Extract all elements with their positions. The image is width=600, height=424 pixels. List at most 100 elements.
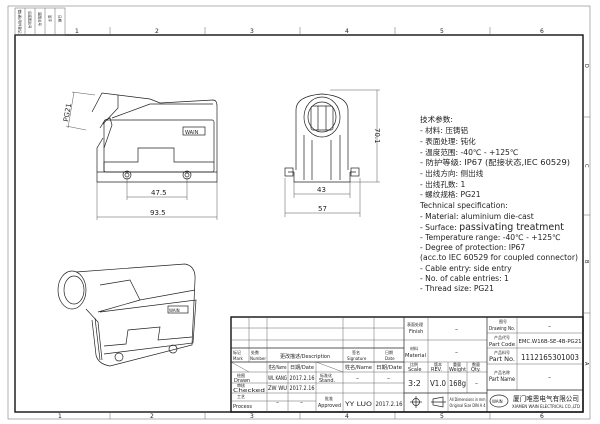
checked-label: Checked: [233, 388, 265, 394]
spec-en-line: (acc.to IEC 60529 for coupled connector): [420, 253, 578, 262]
zone-row-b: B: [583, 260, 589, 264]
stand-date: –: [387, 375, 390, 382]
qty-label: Qty.: [471, 367, 481, 373]
date-header-2: 日期/Date: [376, 365, 402, 371]
dim-height: 70.1: [373, 128, 381, 144]
part-code-label: Part Code: [489, 342, 515, 348]
zone-col-5-bottom: 5: [440, 413, 444, 420]
drawn-label-cn: 绘图: [237, 372, 245, 378]
zone-col-4-bottom: 4: [345, 413, 349, 420]
zone-col-1: 1: [75, 28, 79, 35]
zone-col-6: 6: [540, 28, 544, 35]
zone-row-a: A: [583, 362, 589, 366]
front-logo-text: WAIN: [185, 130, 199, 136]
checked-date: 2017.2.16: [290, 385, 315, 392]
approved-label: Approved: [318, 403, 341, 409]
process-name: –: [276, 399, 279, 406]
weight-label-cn: 重量: [453, 361, 461, 367]
material-value: –: [455, 349, 458, 356]
part-name-label-cn: 产品名称: [494, 369, 510, 375]
stand-label-cn: 标准化: [320, 372, 332, 378]
date-label: Date: [385, 356, 395, 361]
company-name-cn: 厦门唯恩电气有限公司: [513, 394, 579, 403]
approved-label-cn: 批准: [325, 395, 333, 401]
dim-hole-spacing: 47.5: [151, 189, 167, 197]
dim-thread: PG21: [62, 103, 73, 123]
spec-en-line: - Cable entry: side entry: [420, 264, 512, 273]
spec-cn-line: - 出线孔数: 1: [420, 179, 466, 189]
corner-label-box: 借(通)用件登记 旧底图总号 底图总号 签字 日期: [14, 7, 66, 36]
signature-label: Signature: [347, 356, 367, 361]
part-code-value: EMC.W16B-SE-4B-PG21: [519, 339, 582, 345]
dimensions-note-2: Original Size DIN A 4: [450, 403, 486, 408]
description-label: 更改描述/Description: [280, 353, 330, 360]
company-logo: WAIN: [489, 394, 509, 408]
spec-cn-line: - 材料: 压铸铝: [420, 125, 468, 135]
approved-date: 2017.2.16: [376, 401, 403, 408]
weight-label: Weight: [449, 367, 466, 373]
process-date: –: [300, 399, 303, 406]
part-no-label-cn: 产品料号: [494, 349, 510, 355]
corner-label-shared-parts: 借(通)用件登记: [18, 10, 23, 35]
side-screw-right: [350, 167, 360, 177]
signature-label-cn: 签名: [352, 349, 360, 355]
scale-value: 3:2: [408, 379, 421, 388]
zone-columns-top: 1 2 3 4 5 6: [75, 27, 544, 35]
drawn-label: Drawn: [234, 378, 250, 384]
qty-value: –: [475, 380, 478, 387]
spec-en-line: - Thread size: PG21: [420, 284, 494, 293]
rev-value: V1.0: [430, 379, 446, 388]
company-logo-text: WAIN: [492, 399, 503, 404]
corner-label-date: 日期: [58, 15, 63, 22]
rev-label: REV.: [431, 367, 442, 373]
zone-col-6-bottom: 6: [540, 413, 544, 420]
zone-row-c: C: [583, 164, 589, 168]
zone-col-4: 4: [345, 28, 349, 35]
part-no-value: 1112165301003: [521, 353, 579, 362]
spec-cn-line: - 螺纹规格: PG21: [420, 189, 481, 199]
date-label-cn: 日期: [385, 349, 393, 355]
number-label: Number: [250, 356, 266, 361]
zone-col-2: 2: [155, 28, 159, 35]
zone-col-1-bottom: 1: [58, 413, 62, 420]
rev-label-cn: 版本: [434, 361, 442, 367]
side-screw-left: [284, 167, 294, 177]
spec-surface-label: - Surface:: [420, 223, 459, 232]
spec-cn-title: 技术参数:: [420, 114, 453, 124]
spec-en-material: - Material: aluminium die-cast: [420, 212, 534, 221]
title-block: 标记 Mark 处数 Number 更改描述/Description 签名 Si…: [230, 316, 584, 413]
zone-rows-right: D C B A: [583, 64, 590, 366]
first-angle-projection-icon: [410, 396, 446, 408]
checked-label-cn: 审核: [237, 382, 245, 388]
iso-logo-text: WAIN: [169, 308, 180, 313]
process-label: Process: [233, 404, 252, 410]
drawing-no-label: Drawing No.: [489, 326, 515, 332]
dim-length: 93.5: [150, 209, 166, 217]
name-header: 姓名/Name: [269, 364, 287, 371]
spec-cn-line: - 表面处理: 钝化: [420, 136, 476, 146]
dimensions-note-1: All Dimensions in mm: [450, 397, 486, 402]
part-name-label: Part Name: [489, 376, 515, 383]
corner-label-base-no: 底图总号: [38, 12, 43, 26]
company-name-en: XIAMEN WAIN ELECTRICAL CO.,LTD: [512, 404, 580, 409]
drawing-no-label-cn: 图号: [499, 318, 507, 324]
number-label-cn: 处数: [251, 349, 259, 355]
zone-row-d: D: [583, 64, 589, 68]
spec-cn-line: - 防护等级: IP67 (配接状态,IEC 60529): [420, 157, 570, 167]
name-header-2: 姓名/Name: [345, 364, 372, 371]
corner-label-old-base-no: 旧底图总号: [28, 11, 33, 29]
mark-label: Mark: [233, 356, 244, 361]
approved-name: YY LUO: [344, 401, 373, 408]
zone-col-5: 5: [440, 28, 444, 35]
spec-en-line: - Temperature range: -40℃ - +125℃: [420, 233, 561, 242]
technical-specification: 技术参数: - 材料: 压铸铝 - 表面处理: 钝化 - 温度范围: -40℃ …: [419, 114, 578, 293]
part-code-label-cn: 产品代号: [494, 334, 510, 340]
outer-border: [7, 5, 591, 420]
zone-col-2-bottom: 2: [150, 413, 154, 420]
part-no-label: Part No.: [489, 356, 515, 363]
material-label: Material: [405, 353, 426, 359]
spec-en-surface: - Surface: passivating treatment: [420, 222, 564, 233]
drawing-no-value: –: [548, 323, 551, 330]
part-name-value: –: [548, 374, 551, 381]
